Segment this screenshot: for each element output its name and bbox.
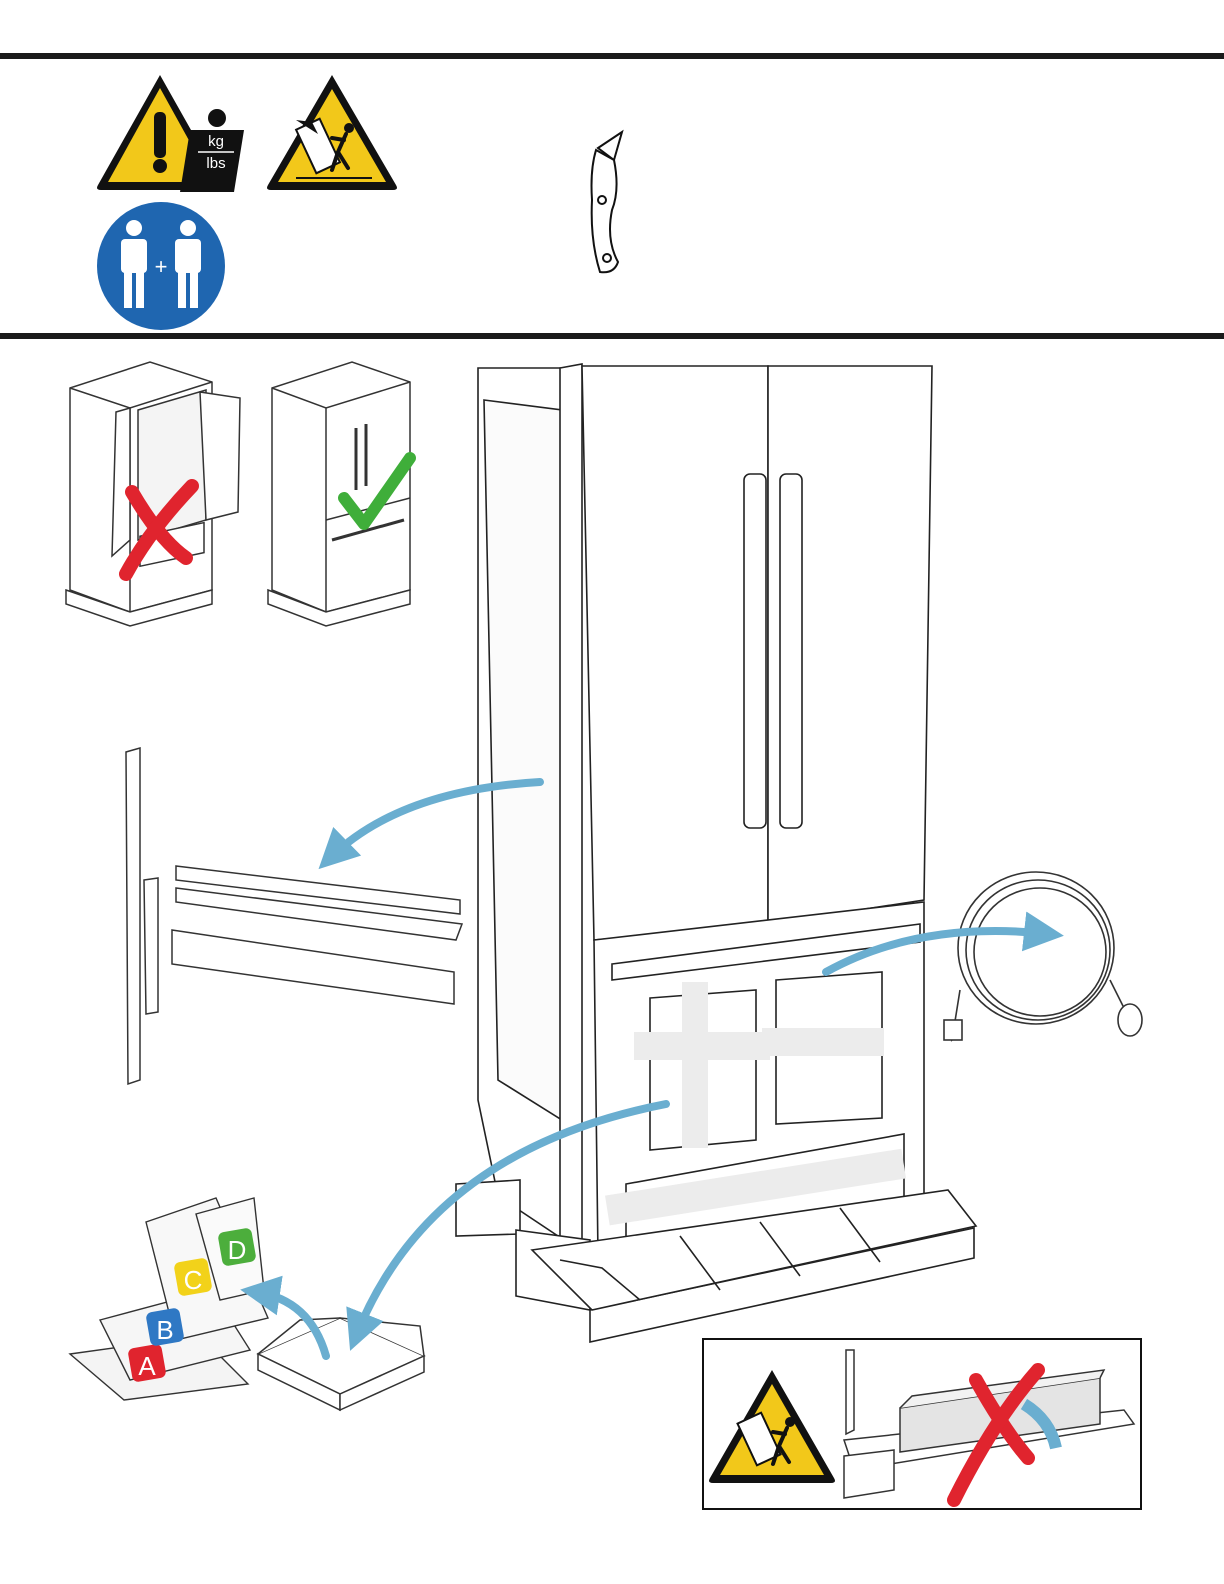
packet-label-d: D xyxy=(217,1227,256,1266)
svg-text:D: D xyxy=(228,1235,247,1265)
power-cord-illustration xyxy=(944,872,1142,1040)
trim-pieces-illustration xyxy=(126,748,462,1084)
svg-text:C: C xyxy=(184,1265,203,1295)
svg-text:B: B xyxy=(156,1315,173,1345)
tip-over-warning-icon xyxy=(709,1370,835,1483)
packet-label-c: C xyxy=(173,1257,212,1296)
refrigerator-illustration xyxy=(478,364,932,1260)
parts-bags-illustration xyxy=(70,1198,268,1400)
carton-illustration xyxy=(258,1318,424,1410)
svg-text:A: A xyxy=(138,1351,156,1381)
tip-over-caution-panel xyxy=(702,1338,1142,1510)
fridge-doors-open-illustration xyxy=(66,362,240,626)
tip-over-caution-graphic xyxy=(704,1340,1140,1508)
packet-label-a: A xyxy=(127,1343,166,1382)
packet-label-b: B xyxy=(145,1307,184,1346)
